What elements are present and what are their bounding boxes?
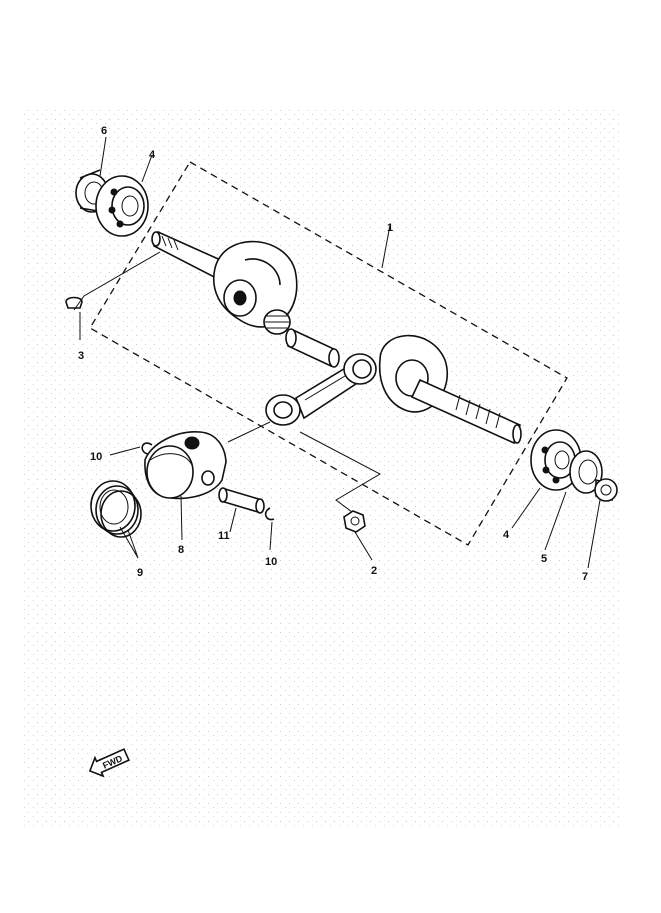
part-3-woodruff-key <box>65 296 83 309</box>
callout-6: 6 <box>101 125 107 137</box>
connecting-rod <box>265 353 377 426</box>
crank-pin <box>285 328 340 368</box>
callout-10-left: 10 <box>90 451 102 463</box>
callout-7: 7 <box>582 571 588 583</box>
part-2-nut <box>343 510 366 533</box>
callout-4-right: 4 <box>503 529 510 541</box>
callout-2: 2 <box>371 565 377 577</box>
crank-half-right <box>378 334 522 445</box>
callout-10-right: 10 <box>265 556 277 568</box>
part-9-piston-rings <box>90 480 142 538</box>
callout-9: 9 <box>137 567 143 579</box>
part-5-oil-seal <box>569 450 603 494</box>
part-10-circlip-left <box>141 442 153 455</box>
crank-half-left <box>151 230 298 328</box>
part-11-piston-pin <box>218 487 265 514</box>
crank-pin-needle-bearing <box>263 309 291 335</box>
part-8-piston <box>144 431 227 500</box>
callout-11: 11 <box>218 530 230 542</box>
leader-lines <box>73 136 601 569</box>
part-7-collar <box>594 478 618 502</box>
callout-8: 8 <box>178 544 184 556</box>
callout-3: 3 <box>78 350 84 362</box>
callout-4-left: 4 <box>149 149 156 161</box>
part-10-circlip-right <box>264 507 275 521</box>
callout-5: 5 <box>541 553 547 565</box>
callout-1: 1 <box>387 222 393 234</box>
part-4-bearing-right <box>530 429 582 491</box>
part-4-bearing-left <box>95 175 149 237</box>
